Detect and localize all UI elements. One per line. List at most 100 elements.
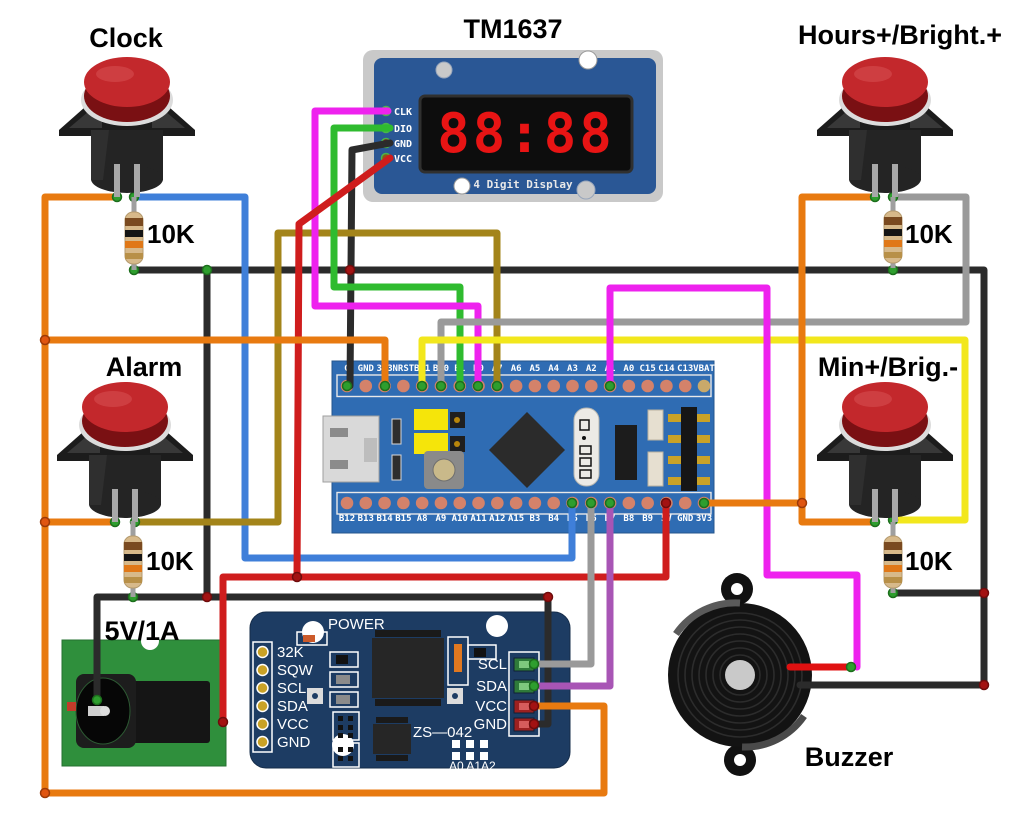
rtc-jumper-block xyxy=(332,711,360,768)
rtc-address-pads: A0 A1A2 xyxy=(449,740,496,773)
pin-top-A3 xyxy=(566,379,579,393)
wire-33v-right-rail xyxy=(798,193,879,526)
jack-body xyxy=(128,681,210,743)
pcb-led xyxy=(67,702,76,711)
wire-buzzer-signal xyxy=(606,284,861,671)
pin-bottom-B8 xyxy=(622,496,636,510)
mount-hole xyxy=(486,615,508,637)
rtc-pin-left-GND xyxy=(256,735,269,749)
boot-jumper xyxy=(414,409,448,430)
mount-hole xyxy=(578,50,598,70)
rtc-pin-label-left-VCC: VCC xyxy=(277,716,309,733)
rtc-pin-label-left-GND: GND xyxy=(277,734,311,751)
pin-top-A0 xyxy=(622,379,636,393)
pin-label-top-C14: C14 xyxy=(658,364,675,374)
buzzer-ear-hole xyxy=(731,583,743,595)
jumper-pad xyxy=(348,756,353,761)
pin-label-top-NRST: NRST xyxy=(393,364,415,374)
tm1637-pin-label-CLK: CLK xyxy=(394,107,412,118)
pin-label-top-A6: A6 xyxy=(511,364,522,374)
chip-legs xyxy=(375,630,441,637)
pin-label-top-C13: C13 xyxy=(677,364,693,374)
button-alarm xyxy=(57,382,193,522)
smd-part xyxy=(336,695,350,704)
tm1637-pin-label-VCC: VCC xyxy=(394,154,412,165)
jack-pin xyxy=(88,706,104,716)
pin-top-A6 xyxy=(509,379,523,393)
jumper-pad xyxy=(348,716,353,721)
resistor-value-label: 10K xyxy=(147,219,195,249)
rtc-pin-label-left-SDA: SDA xyxy=(277,698,308,715)
solder-pad-hole xyxy=(452,693,458,699)
jumper-block xyxy=(332,711,360,741)
chip-legs xyxy=(376,755,408,761)
top-pin-row-box xyxy=(336,374,712,398)
wire-gnd-bus xyxy=(130,266,988,689)
resistor-clock xyxy=(124,197,144,270)
resistor-value-label: 10K xyxy=(905,546,953,576)
resistor-value-label: 10K xyxy=(905,219,953,249)
rtc-pad-inner xyxy=(519,683,529,690)
smd-part xyxy=(329,691,359,708)
pin-label-bottom-B14: B14 xyxy=(376,514,393,524)
pin-top-A4 xyxy=(547,379,560,393)
wire-tm1637-clk xyxy=(311,107,482,390)
pin-bottom-B9 xyxy=(641,496,654,510)
smd-ic xyxy=(615,425,637,480)
rtc-pin-label-left-SCL: SCL xyxy=(277,680,306,697)
reset-button-cap xyxy=(432,458,456,482)
power-led xyxy=(296,631,328,646)
buzzer-highlight xyxy=(741,713,807,751)
debug-header xyxy=(668,407,710,491)
pin-top-VBAT xyxy=(697,379,711,393)
pin-label-bottom-A8: A8 xyxy=(417,514,428,524)
pin-bottom-B15 xyxy=(397,496,410,510)
jack-pin-tip xyxy=(100,706,110,716)
pin-bottom-A8 xyxy=(415,496,429,510)
pin-top-C15 xyxy=(641,379,654,393)
pin-label-bottom-B8: B8 xyxy=(623,514,634,524)
button-clock xyxy=(59,57,195,197)
chip-body xyxy=(372,638,444,698)
pin-bottom-A10 xyxy=(453,496,467,510)
rtc-pin-left-SQW xyxy=(256,663,269,677)
smd-part xyxy=(329,671,359,688)
pin-bottom-B12 xyxy=(340,496,354,510)
smd-part xyxy=(391,418,402,445)
display-digits: 88:88 xyxy=(437,102,615,165)
pad xyxy=(466,740,474,748)
resistor-value-label: 10K xyxy=(146,546,194,576)
pin-bottom-A15 xyxy=(509,496,523,510)
pin-label-bottom-A9: A9 xyxy=(436,514,447,524)
wires xyxy=(41,107,988,797)
pin-label-top-VBAT: VBAT xyxy=(693,364,715,374)
header-body xyxy=(681,407,697,491)
usb-tab xyxy=(330,428,348,437)
pin-top-A5 xyxy=(528,379,542,393)
wire-minutes-signal xyxy=(418,336,969,524)
jumper-pad xyxy=(338,733,343,738)
jumper-pad xyxy=(348,747,353,752)
resistor-box xyxy=(447,636,469,686)
pad xyxy=(480,752,488,760)
smd-part xyxy=(329,651,359,668)
pin-label-bottom-A12: A12 xyxy=(489,514,505,524)
smd-part xyxy=(467,644,497,660)
resistor-minutes xyxy=(883,522,903,593)
pin-label-bottom-GND: GND xyxy=(677,514,694,524)
tm1637-pin-label-DIO: DIO xyxy=(394,124,412,135)
power-led-chip xyxy=(303,635,315,642)
buzzer-rings xyxy=(677,612,803,738)
pin-label-bottom-B3: B3 xyxy=(529,514,540,524)
pin-label-top-A4: A4 xyxy=(548,364,559,374)
wire-tm1637-vcc xyxy=(293,154,394,581)
minutes-button-label: Min+/Brig.- xyxy=(818,352,958,382)
wire-5v-main xyxy=(219,499,670,726)
rtc-power-label: POWER xyxy=(328,616,385,633)
smd-cap xyxy=(647,451,664,487)
rtc-pin-left-VCC xyxy=(256,717,269,731)
wire-alarm-signal xyxy=(131,229,501,526)
pin-top-A2 xyxy=(584,379,598,393)
